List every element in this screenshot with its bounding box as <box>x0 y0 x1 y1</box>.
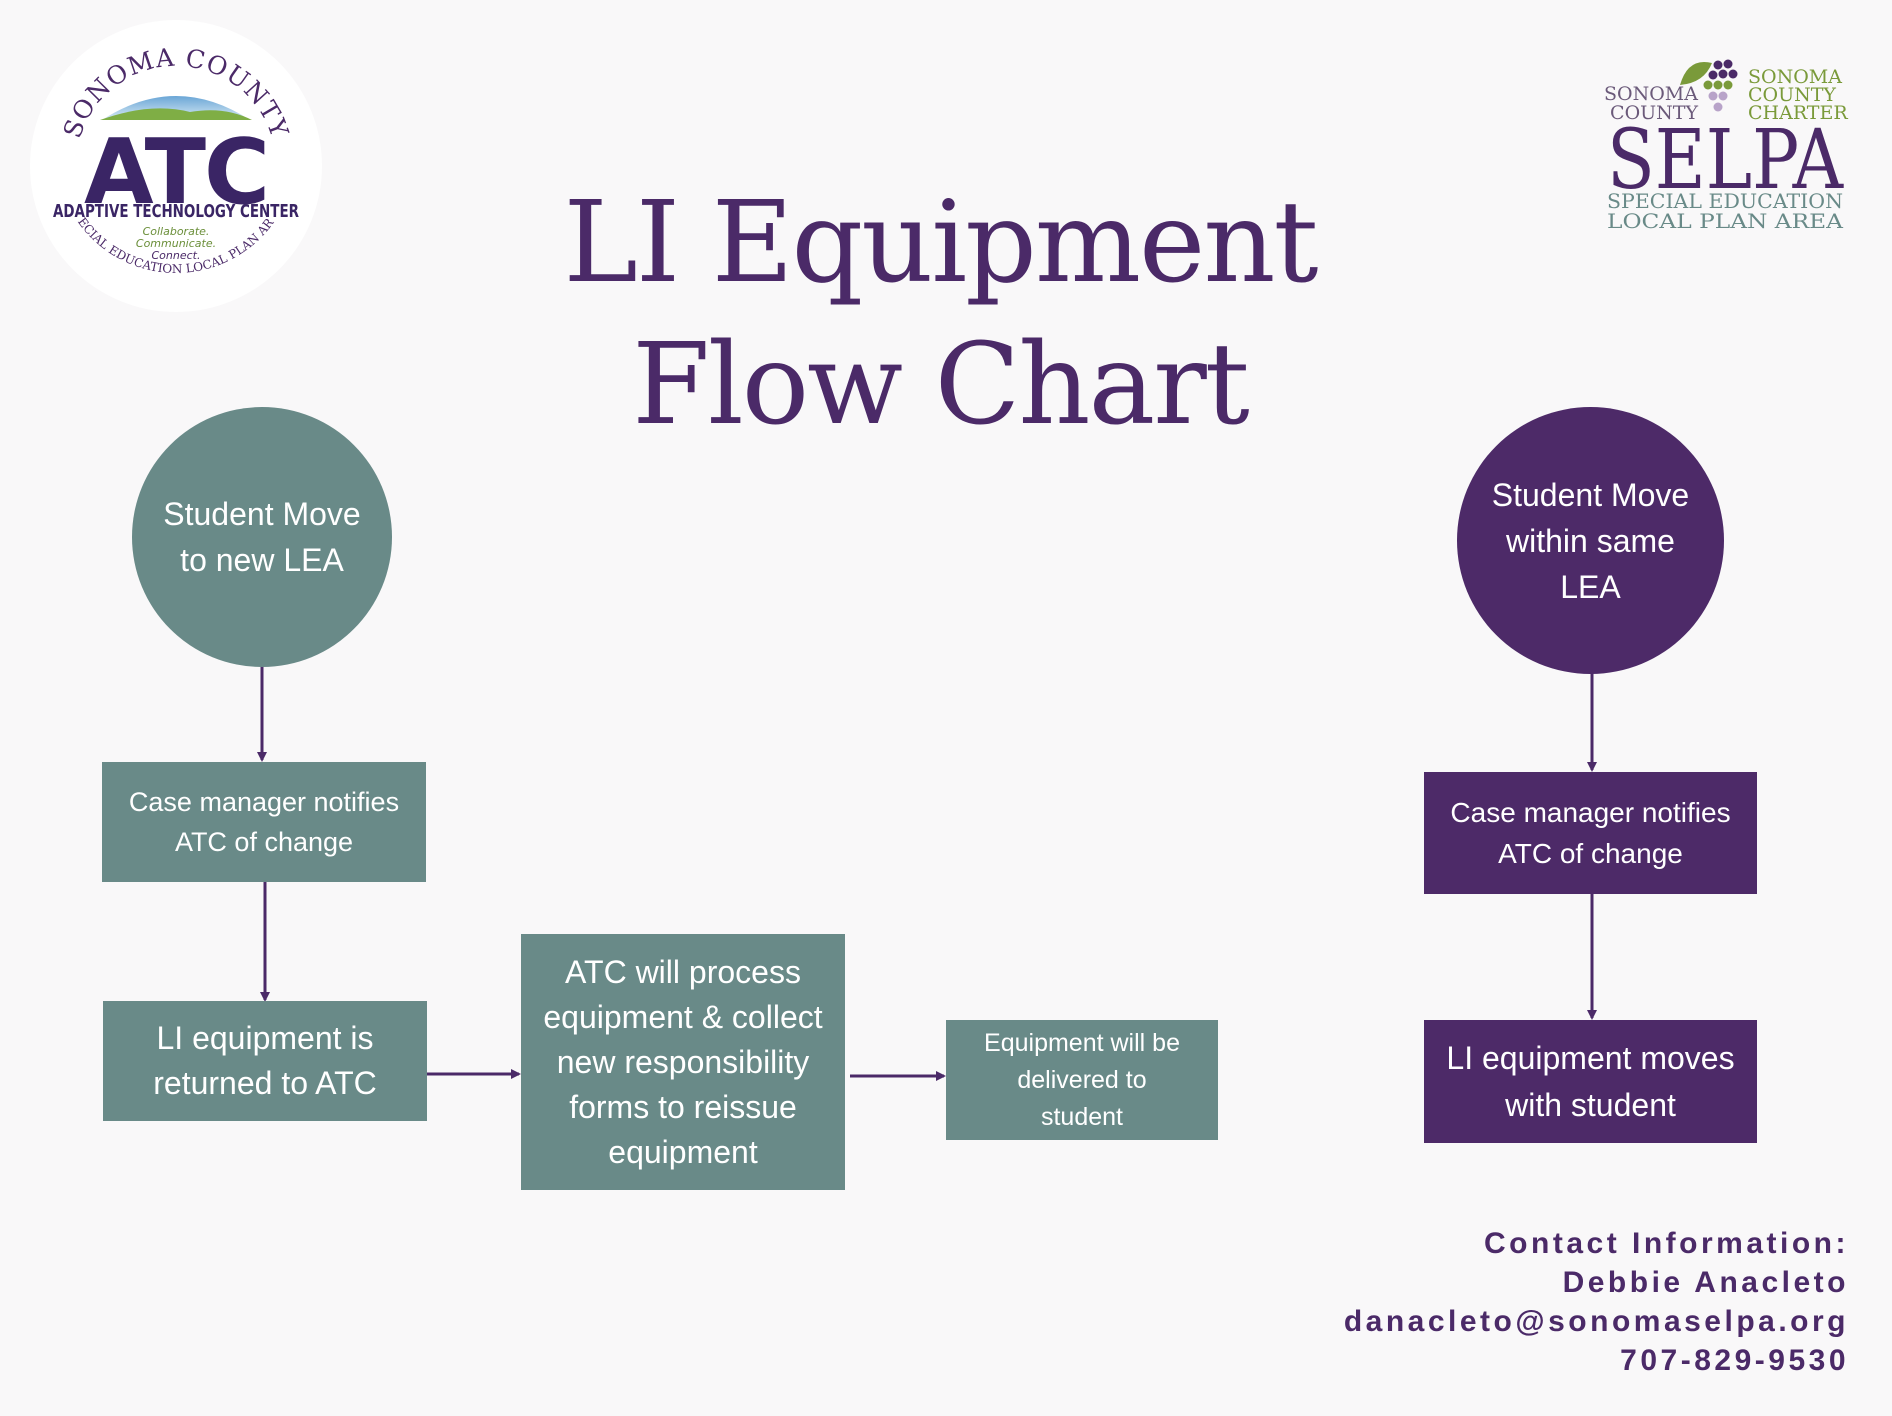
title-line-1: LI Equipment <box>563 178 1319 308</box>
right-moves-box: LI equipment moves with student <box>1424 1020 1757 1143</box>
atc-logo-name: ADAPTIVE TECHNOLOGY CENTER <box>53 201 299 222</box>
selpa-logo-main: SELPA <box>1607 113 1845 208</box>
selpa-logo: SONOMA COUNTY SONOMA COUNTY CHARTER SELP… <box>1600 55 1850 235</box>
contact-heading: Contact Information: <box>1484 1227 1849 1260</box>
page-title: LI Equipment Flow Chart <box>560 172 1320 456</box>
right-start-node: Student Move within same LEA <box>1457 407 1724 674</box>
contact-info: Contact Information: Debbie Anacleto dan… <box>1344 1224 1849 1380</box>
left-case-manager-box: Case manager notifies ATC of change <box>102 762 426 882</box>
selpa-logo-sub2: LOCAL PLAN AREA <box>1607 209 1844 233</box>
selpa-logo-right-line2: COUNTY <box>1748 84 1836 106</box>
selpa-logo-right-line1: SONOMA <box>1748 66 1842 88</box>
atc-logo: SONOMA COUNTY ATC ADAPTIVE TECHNOLOGY CE… <box>25 9 322 312</box>
contact-phone[interactable]: 707-829-9530 <box>1620 1344 1849 1377</box>
selpa-logo-left-line1: SONOMA <box>1604 83 1698 105</box>
selpa-logo-sub1: SPECIAL EDUCATION <box>1607 189 1843 213</box>
atc-logo-tagline-2: Communicate. <box>136 237 216 250</box>
right-case-manager-box: Case manager notifies ATC of change <box>1424 772 1757 894</box>
atc-logo-tagline-3: Connect. <box>152 249 201 262</box>
left-start-node: Student Move to new LEA <box>132 407 392 667</box>
left-returned-box: LI equipment is returned to ATC <box>103 1001 427 1121</box>
atc-logo-tagline-1: Collaborate. <box>143 225 210 238</box>
title-line-2: Flow Chart <box>632 320 1250 450</box>
selpa-logo-right-line3: CHARTER <box>1748 102 1848 124</box>
contact-email[interactable]: danacleto@sonomaselpa.org <box>1343 1305 1849 1338</box>
contact-name: Debbie Anacleto <box>1562 1266 1849 1299</box>
left-process-box: ATC will process equipment & collect new… <box>521 934 845 1190</box>
atc-logo-letters: ATC <box>84 120 268 225</box>
left-delivered-box: Equipment will be delivered to student <box>946 1020 1218 1140</box>
selpa-logo-left-line2: COUNTY <box>1610 102 1698 124</box>
